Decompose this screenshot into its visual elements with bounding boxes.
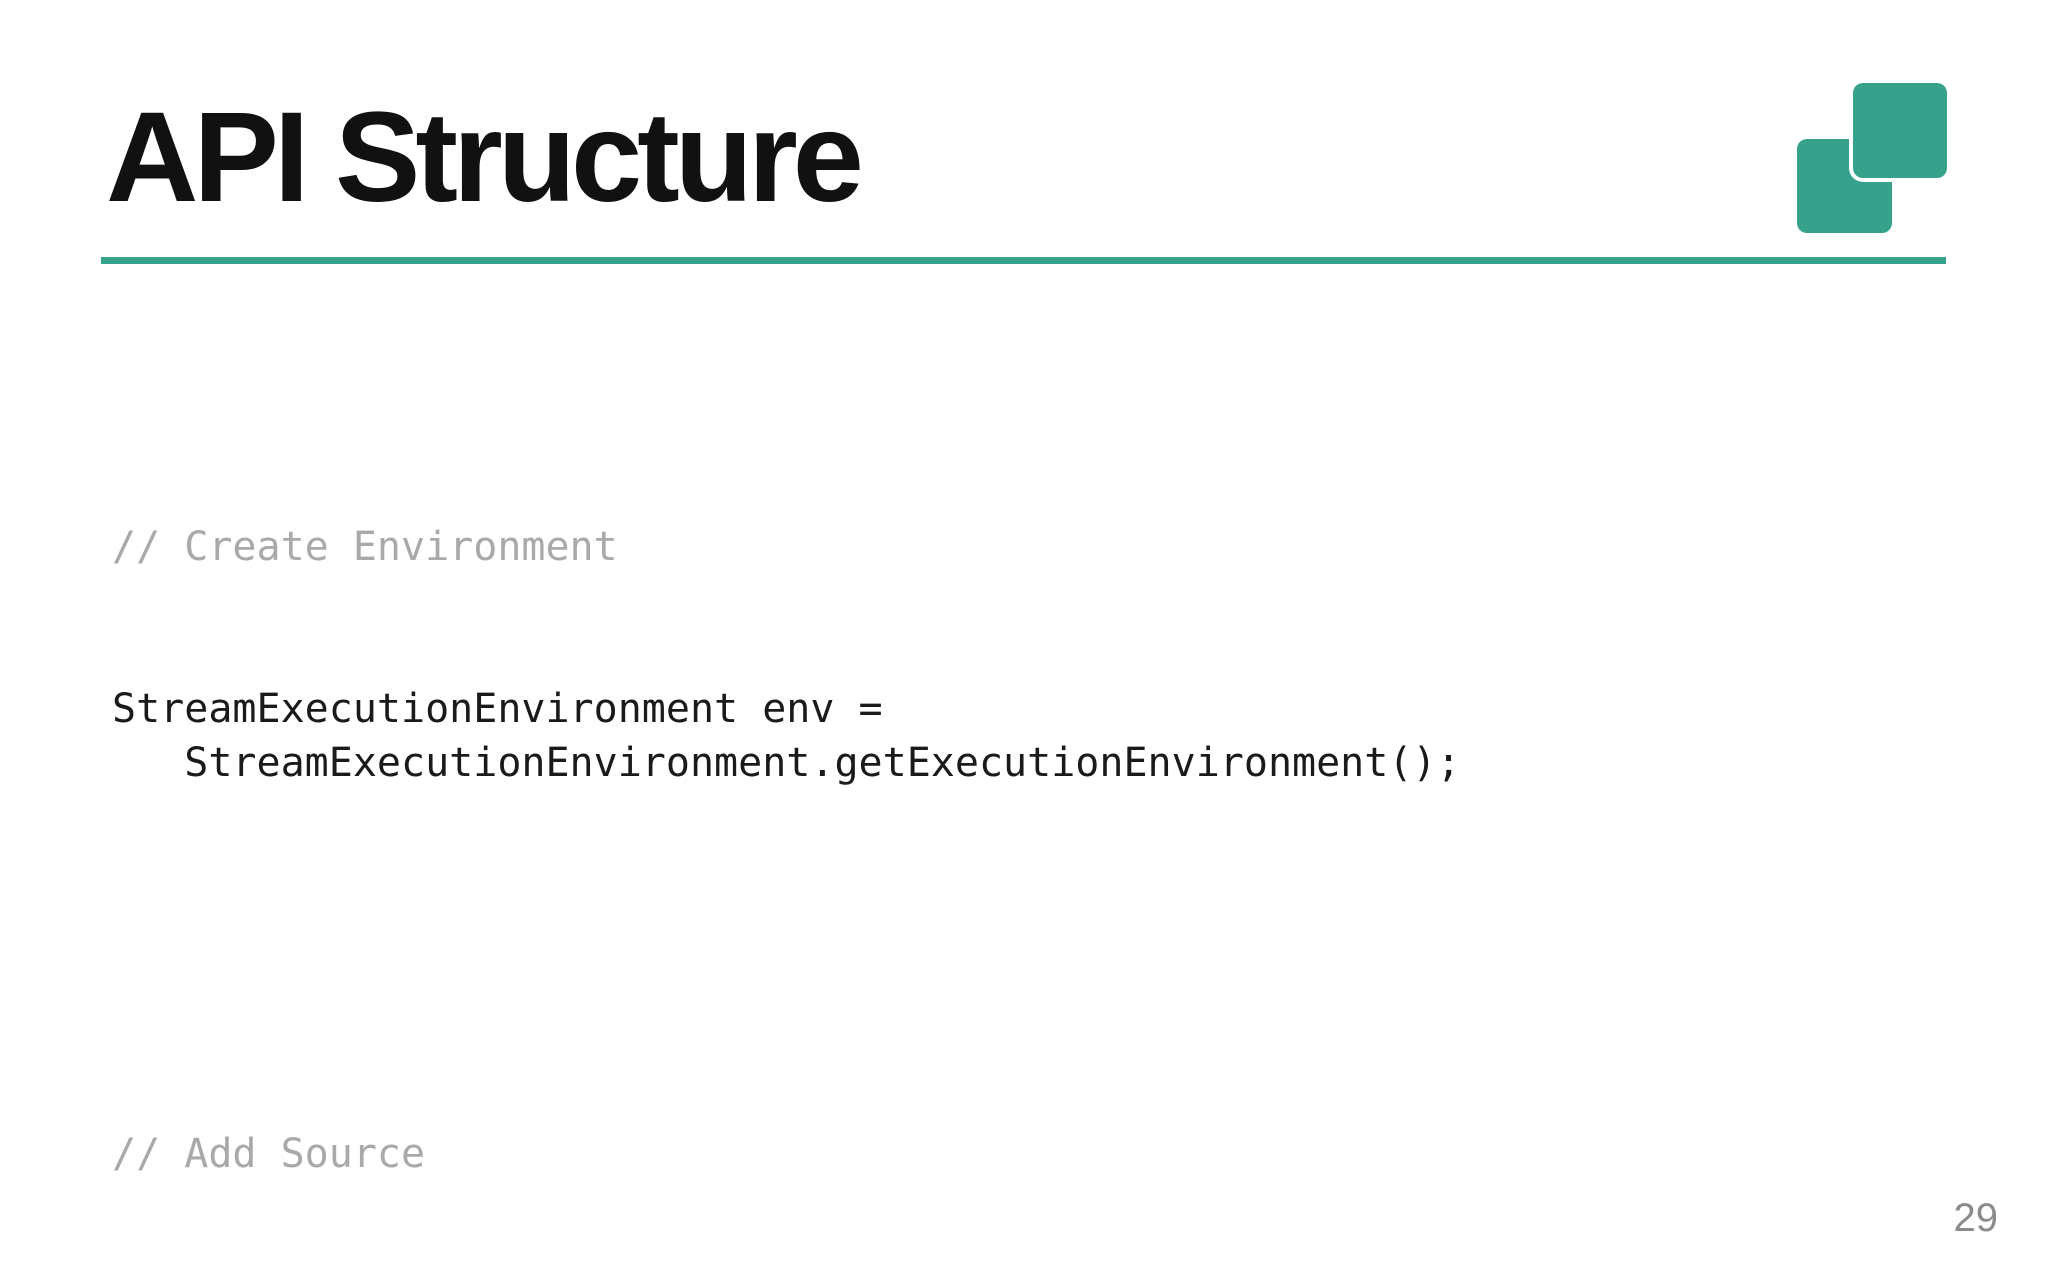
code-comment: // Add Source: [112, 1131, 426, 1177]
logo: [1790, 76, 1956, 242]
logo-square-front: [1853, 83, 1947, 178]
page-title: API Structure: [106, 86, 864, 229]
code-comment: // Create Environment: [112, 524, 618, 570]
code-line: StreamExecutionEnvironment.getExecutionE…: [112, 740, 1461, 786]
code-block: // Create Environment StreamExecutionEnv…: [112, 304, 1798, 1280]
page-number: 29: [1953, 1196, 1999, 1240]
code-section: // Create Environment StreamExecutionEnv…: [112, 412, 1798, 790]
code-section: // Add Source DataStream<Type> source = …: [112, 1019, 1798, 1280]
code-line: StreamExecutionEnvironment env =: [112, 686, 883, 732]
title-underline: [101, 257, 1946, 264]
